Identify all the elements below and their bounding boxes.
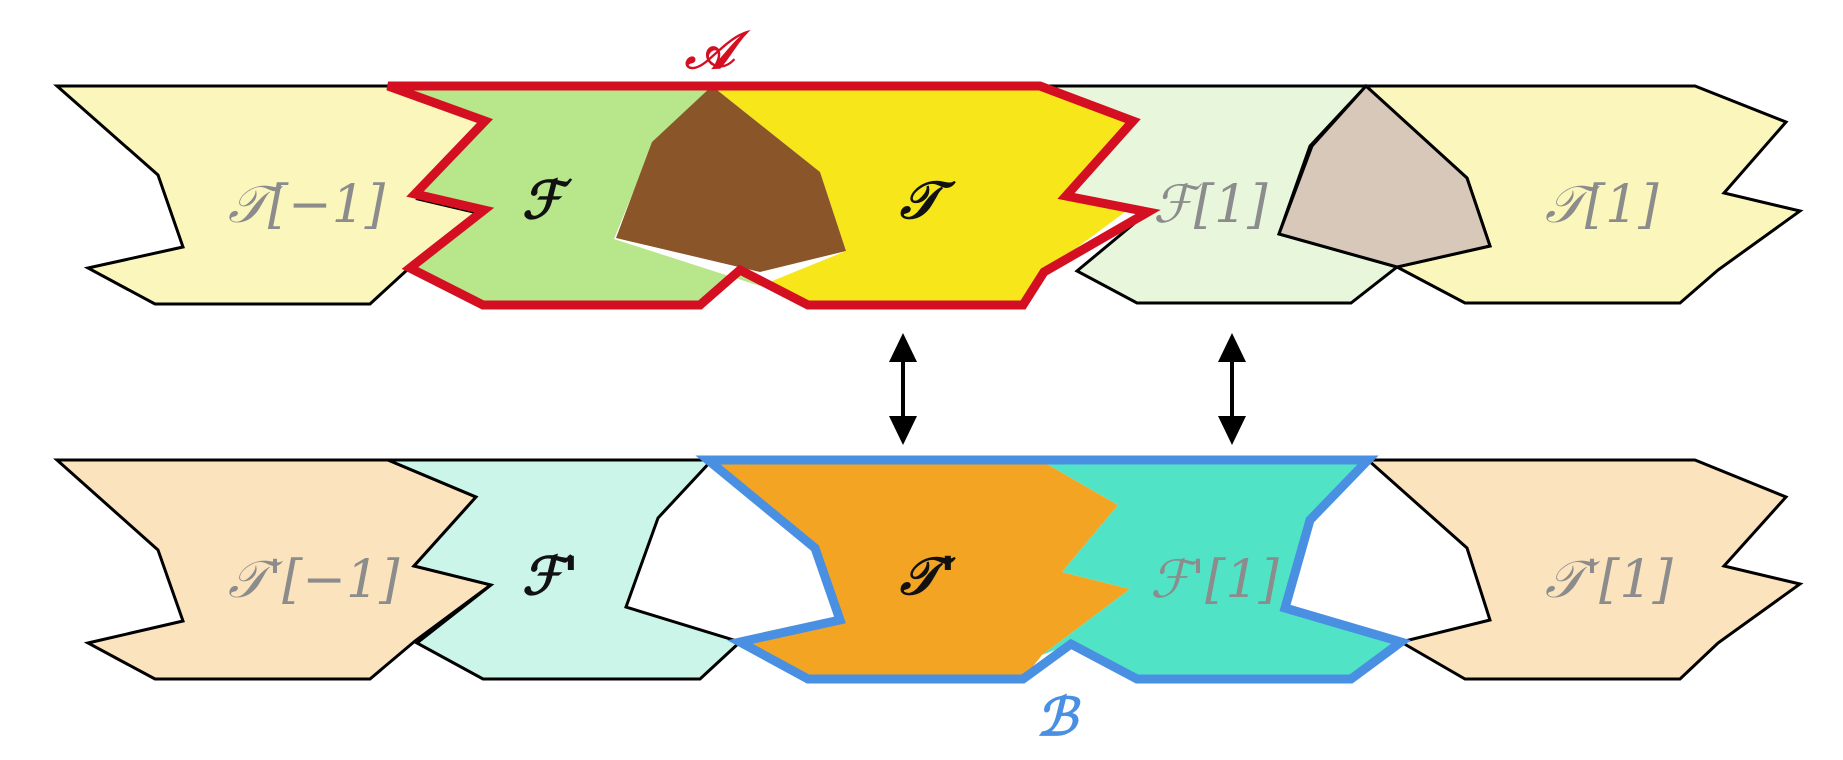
highlight-b-outline <box>695 455 1411 684</box>
tile-t-prime-1 <box>1364 458 1804 681</box>
tan-polygon <box>1277 83 1492 269</box>
label-t-minus1: 𝒯[−1] <box>228 175 386 235</box>
label-t-prime: 𝒯' <box>899 546 956 607</box>
label-f-prime-1: ℱ'[1] <box>1150 550 1280 610</box>
label-highlight-a: 𝒜 <box>684 20 751 81</box>
top-row: 𝒯[−1] ℱ 𝒯 ℱ[1] 𝒯[1] 𝒜 <box>53 20 1804 310</box>
label-t-prime-1: 𝒯'[1] <box>1545 550 1673 610</box>
label-f-prime: ℱ' <box>522 546 579 607</box>
tile-f <box>388 86 760 305</box>
label-t-prime-minus1: 𝒯'[−1] <box>228 550 400 610</box>
tile-f-prime <box>387 458 743 681</box>
label-highlight-b: ℬ <box>1036 687 1081 748</box>
label-t-1: 𝒯[1] <box>1545 175 1659 235</box>
bottom-row: 𝒯'[−1] ℱ' 𝒯' ℱ'[1] 𝒯'[1] ℬ <box>53 455 1804 748</box>
right-bidirectional-arrow <box>1218 333 1246 445</box>
tile-t-prime <box>708 460 1130 679</box>
highlight-a-outline <box>386 81 1161 310</box>
brown-polygon <box>616 86 846 272</box>
left-bidirectional-arrow <box>889 333 917 445</box>
label-f-1: ℱ[1] <box>1153 175 1268 235</box>
tile-t <box>700 86 1133 305</box>
